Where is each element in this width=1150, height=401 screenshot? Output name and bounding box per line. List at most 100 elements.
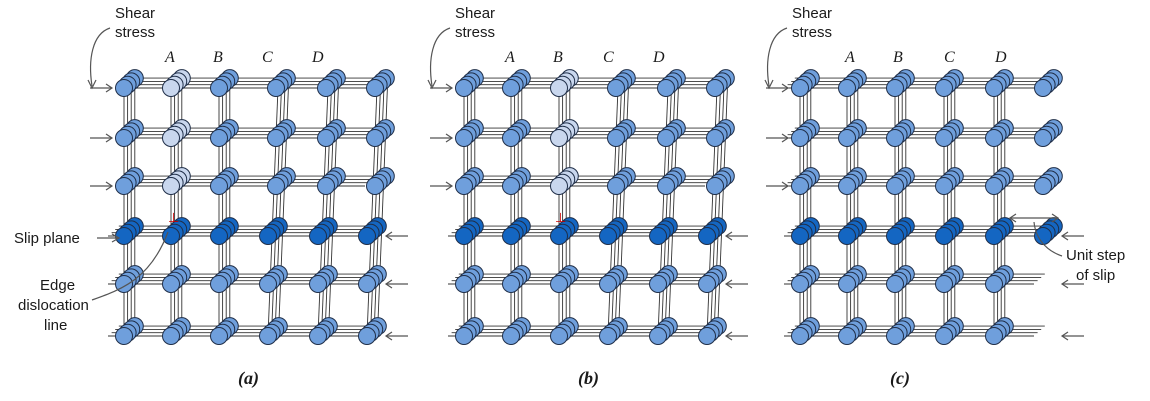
panel-caption-c: (c) [890, 368, 910, 389]
column-label-c: C [603, 49, 614, 66]
edge-dislocation-label-line2: dislocation [18, 297, 89, 314]
slip-plane-label: Slip plane [14, 230, 80, 247]
column-label-d: D [652, 49, 665, 66]
atom [318, 80, 335, 97]
atom [310, 328, 327, 345]
atom [707, 80, 724, 97]
atom [650, 276, 667, 293]
atom [367, 178, 384, 195]
atom [600, 276, 617, 293]
slip-plane-atom [551, 228, 568, 245]
atom [839, 276, 856, 293]
unit-step-label-line1: Unit step [1066, 247, 1125, 264]
atom [707, 130, 724, 147]
column-label-a: A [164, 49, 175, 66]
stress-arrows [90, 84, 1084, 340]
atom [658, 80, 675, 97]
column-label-b: B [893, 49, 903, 66]
atom [986, 276, 1003, 293]
atom [456, 178, 473, 195]
shear-stress-label-line2: stress [455, 24, 495, 41]
atom [887, 80, 904, 97]
atom [887, 178, 904, 195]
atom [359, 328, 376, 345]
edge-dislocation-label-line1: Edge [40, 277, 75, 294]
dislocation-marker: ⊥ [555, 211, 566, 226]
atom [211, 328, 228, 345]
atom [936, 80, 953, 97]
atom [163, 276, 180, 293]
shear-stress-label-line1: Shear [455, 5, 495, 22]
atom [260, 276, 277, 293]
shear-stress-pointer [768, 28, 787, 86]
atom [887, 130, 904, 147]
extra-half-plane-atom [163, 130, 180, 147]
atom [650, 328, 667, 345]
atom [211, 80, 228, 97]
atom [359, 276, 376, 293]
atom [600, 328, 617, 345]
extra-half-plane-atom [551, 178, 568, 195]
atom [699, 276, 716, 293]
slip-plane-atom [503, 228, 520, 245]
slip-plane-atom [211, 228, 228, 245]
slip-plane-atom [456, 228, 473, 245]
slip-plane-atom [116, 228, 133, 245]
column-label-d: D [994, 49, 1007, 66]
atom [503, 276, 520, 293]
atom [936, 130, 953, 147]
atom [211, 130, 228, 147]
atom [792, 276, 809, 293]
atom [268, 130, 285, 147]
atom [551, 328, 568, 345]
slip-plane-atom [792, 228, 809, 245]
shear-stress-label-line2: stress [115, 24, 155, 41]
panel-caption-b: (b) [578, 368, 599, 389]
atom [608, 80, 625, 97]
atom [792, 130, 809, 147]
column-label-a: A [844, 49, 855, 66]
atom [792, 80, 809, 97]
slip-plane-atom [600, 228, 617, 245]
atom [503, 328, 520, 345]
atom [116, 178, 133, 195]
slip-plane-atom [839, 228, 856, 245]
atom [116, 130, 133, 147]
atom [456, 276, 473, 293]
atom [839, 328, 856, 345]
atom [707, 178, 724, 195]
atom [986, 130, 1003, 147]
atom [986, 178, 1003, 195]
atom [936, 328, 953, 345]
dislocation-marker: ⊥ [168, 211, 179, 226]
slip-plane-atom [1035, 228, 1052, 245]
atom [608, 178, 625, 195]
atom [310, 276, 327, 293]
slip-plane-atom [887, 228, 904, 245]
atom [839, 130, 856, 147]
atom [503, 178, 520, 195]
slip-plane-atom [359, 228, 376, 245]
atom [211, 276, 228, 293]
lattice-atoms [116, 70, 1063, 345]
shear-stress-label-line2: stress [792, 24, 832, 41]
atom [268, 178, 285, 195]
column-label-a: A [504, 49, 515, 66]
atom [367, 80, 384, 97]
atom [268, 80, 285, 97]
atom [503, 80, 520, 97]
atom [699, 328, 716, 345]
atom [367, 130, 384, 147]
slip-plane-atom [260, 228, 277, 245]
atom [1035, 80, 1052, 97]
atom [456, 130, 473, 147]
atom [551, 276, 568, 293]
atom [658, 178, 675, 195]
atom [260, 328, 277, 345]
extra-half-plane-atom [163, 178, 180, 195]
atom [608, 130, 625, 147]
slip-plane-atom [310, 228, 327, 245]
extra-half-plane-atom [551, 80, 568, 97]
atom [887, 328, 904, 345]
